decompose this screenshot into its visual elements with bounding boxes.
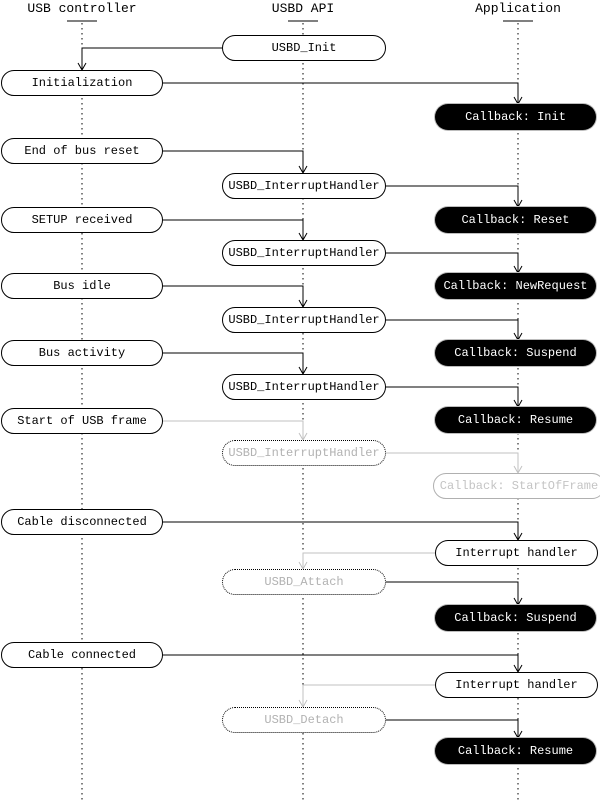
column-header-usb-controller: USB controller <box>27 1 137 16</box>
connector-cable-connected-to-interrupt-handler <box>163 654 523 674</box>
node-setup-received: SETUP received <box>1 207 163 233</box>
connector-interrupthandler-to-callback-resume <box>386 386 523 409</box>
node-callback-suspend-1: Callback: Suspend <box>435 340 596 366</box>
node-cable-connected: Cable connected <box>1 642 163 668</box>
node-initialization: Initialization <box>1 70 163 96</box>
node-usbd-interrupthandler-2: USBD_InterruptHandler <box>222 240 386 266</box>
node-usbd-interrupthandler-ghost: USBD_InterruptHandler <box>222 440 386 466</box>
connector-interrupt-handler-to-usbd-detach-inactive <box>298 684 435 709</box>
node-cable-disconnected: Cable disconnected <box>1 509 163 535</box>
connector-interrupt-handler-to-usbd-attach-inactive <box>298 552 435 571</box>
node-callback-init: Callback: Init <box>435 104 596 130</box>
node-callback-newrequest: Callback: NewRequest <box>435 273 596 299</box>
connector-initialization-to-callback-init <box>163 82 523 106</box>
connector-interrupthandler-to-callback-reset <box>386 185 523 209</box>
connector-start-of-usb-frame-to-interrupthandler-inactive <box>163 420 308 442</box>
node-bus-idle: Bus idle <box>1 273 163 299</box>
node-callback-reset: Callback: Reset <box>435 207 596 233</box>
column-header-application: Application <box>475 1 561 16</box>
connector-usbd-init-to-initialization <box>77 47 222 72</box>
node-usbd-interrupthandler-4: USBD_InterruptHandler <box>222 374 386 400</box>
connector-end-of-bus-reset-to-interrupthandler <box>163 150 308 175</box>
node-callback-resume-2: Callback: Resume <box>435 738 596 764</box>
node-usbd-interrupthandler-1: USBD_InterruptHandler <box>222 173 386 199</box>
connector-usbd-detach-to-callback-resume <box>386 719 523 740</box>
node-usbd-interrupthandler-3: USBD_InterruptHandler <box>222 307 386 333</box>
node-interrupt-handler-2: Interrupt handler <box>435 672 598 698</box>
connector-bus-idle-to-interrupthandler <box>163 285 308 309</box>
connector-interrupthandler-to-callback-newrequest <box>386 252 523 275</box>
connector-cable-disconnected-to-interrupt-handler <box>163 521 523 542</box>
node-usbd-attach: USBD_Attach <box>222 569 386 595</box>
connector-interrupthandler-to-callback-startofframe-inactive <box>386 452 523 475</box>
node-bus-activity: Bus activity <box>1 340 163 366</box>
node-callback-resume-1: Callback: Resume <box>435 407 596 433</box>
connector-usbd-attach-to-callback-suspend <box>386 581 523 607</box>
column-header-usbd-api: USBD API <box>271 1 335 16</box>
connector-interrupthandler-to-callback-suspend <box>386 319 523 342</box>
node-usbd-detach: USBD_Detach <box>222 707 386 733</box>
node-interrupt-handler-1: Interrupt handler <box>435 540 598 566</box>
node-end-of-bus-reset: End of bus reset <box>1 138 163 164</box>
node-callback-startofframe: Callback: StartOfFrame <box>433 473 600 499</box>
node-callback-suspend-2: Callback: Suspend <box>435 605 596 631</box>
node-usbd-init: USBD_Init <box>222 35 386 61</box>
connector-setup-received-to-interrupthandler <box>163 219 308 242</box>
connector-bus-activity-to-interrupthandler <box>163 352 308 376</box>
node-start-of-usb-frame: Start of USB frame <box>1 408 163 434</box>
